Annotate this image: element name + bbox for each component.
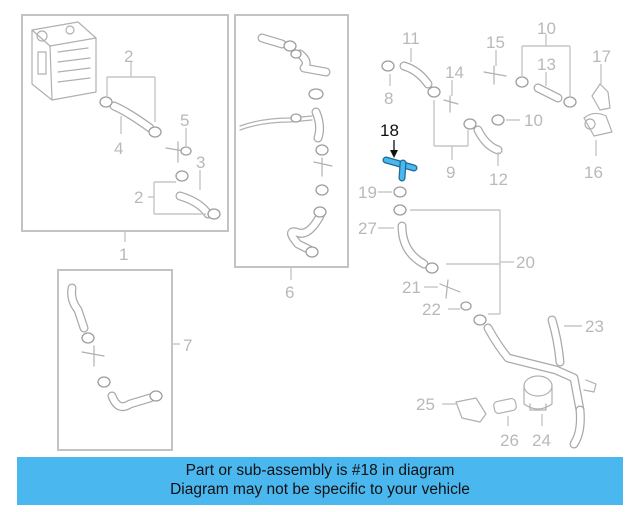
callout-15[interactable]: 15 [486,33,505,52]
callout-23[interactable]: 23 [585,317,604,336]
callout-11[interactable]: 11 [402,29,420,48]
callout-7[interactable]: 7 [183,336,192,355]
damper-26-part[interactable] [493,397,517,415]
connector-21-part[interactable] [439,279,461,299]
callout-6[interactable]: 6 [285,283,294,302]
hose-11-part[interactable] [399,61,441,98]
hose-3-part[interactable] [175,170,221,220]
banner-line-2: Diagram may not be specific to your vehi… [170,481,470,498]
pump-16-part[interactable] [583,112,613,137]
callout-2-upper[interactable]: 2 [124,47,133,66]
callout-5[interactable]: 5 [180,111,189,130]
pump-24-part[interactable] [523,375,553,411]
hose-group-7-parts[interactable] [67,283,163,412]
info-banner: Part or sub-assembly is #18 in diagram D… [17,457,623,505]
callout-27[interactable]: 27 [358,219,377,238]
callout-4[interactable]: 4 [114,139,123,158]
callout-22[interactable]: 22 [422,300,441,319]
bracket-25-part[interactable] [455,397,487,423]
callout-16[interactable]: 16 [584,163,603,182]
parts-diagram: 1 2 2 3 4 5 [21,14,613,451]
callout-20[interactable]: 20 [516,253,535,272]
valve-block-part[interactable] [31,21,97,101]
callout-8[interactable]: 8 [384,89,393,108]
callout-12[interactable]: 12 [489,170,508,189]
group-box-7 [57,269,173,451]
callout-26[interactable]: 26 [500,431,519,450]
banner-line-1: Part or sub-assembly is #18 in diagram [185,462,455,479]
callout-17[interactable]: 17 [592,47,611,66]
callout-1[interactable]: 1 [119,245,128,264]
callout-18[interactable]: 18 [380,121,399,140]
tee-5-part[interactable] [165,141,192,163]
connector-14-part[interactable] [443,95,459,113]
bracket-17-part[interactable] [591,83,611,111]
hose-4-part[interactable] [99,96,162,138]
hose-27-part[interactable] [393,204,439,274]
callout-3[interactable]: 3 [196,153,205,172]
hose-13-part[interactable] [515,76,577,108]
callout-2-lower[interactable]: 2 [134,188,143,207]
tee-15-part[interactable] [483,65,507,85]
callout-14[interactable]: 14 [445,63,464,82]
clamp-19-part[interactable] [393,186,407,198]
callout-10-upper[interactable]: 10 [537,19,556,38]
callout-10-lower[interactable]: 10 [524,111,543,130]
callout-9[interactable]: 9 [446,163,455,182]
callout-21[interactable]: 21 [402,278,421,297]
callout-19[interactable]: 19 [358,183,377,202]
pipe-assembly-part[interactable] [473,314,597,449]
clamp-8-part[interactable] [381,60,395,72]
callout-13[interactable]: 13 [537,55,556,74]
callout-25[interactable]: 25 [416,395,435,414]
clamp-22-part[interactable] [460,301,472,311]
callout-24[interactable]: 24 [532,431,551,450]
connector-18-part[interactable] [382,156,418,182]
hose-group-6-parts[interactable] [239,33,333,258]
hose-12-part[interactable] [463,114,505,155]
